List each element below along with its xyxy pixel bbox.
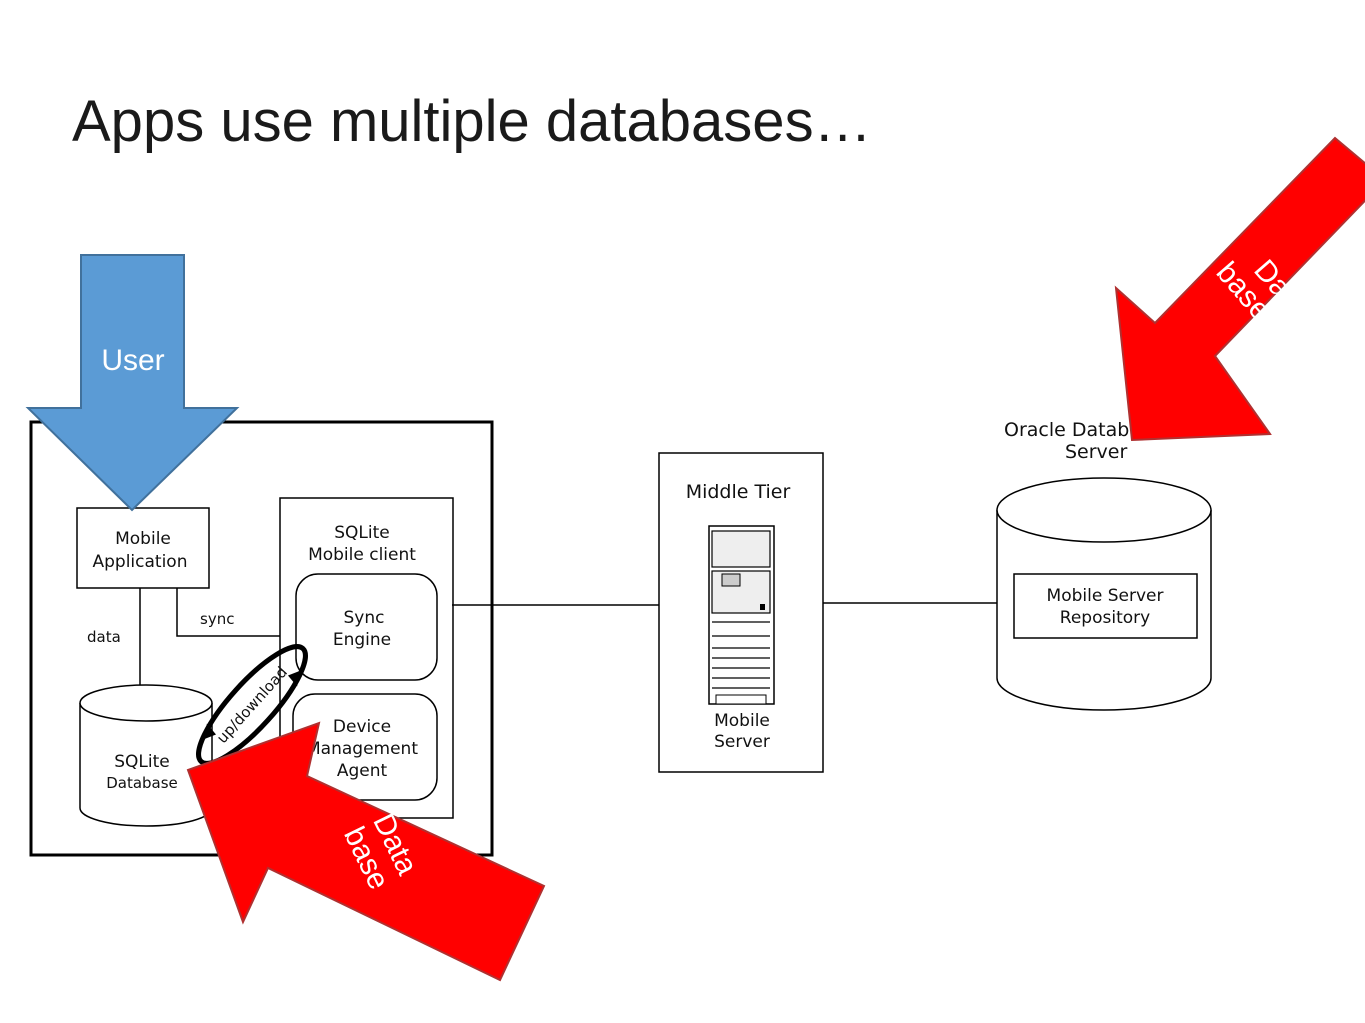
mobile-server-label-1: Mobile <box>714 711 770 731</box>
user-arrow <box>25 254 240 512</box>
sqlite-database-label-2: Database <box>106 774 178 792</box>
sync-label: sync <box>200 610 234 628</box>
sqlite-client-label-1: SQLite <box>334 523 390 543</box>
database-arrow-top <box>1114 136 1365 442</box>
mobile-application-label-1: Mobile <box>115 529 171 549</box>
sqlite-database-cylinder <box>79 684 213 827</box>
device-agent-label-1: Device <box>333 717 391 737</box>
data-label: data <box>87 628 121 646</box>
device-agent-label-3: Agent <box>337 761 388 781</box>
user-arrow-label: User <box>101 344 164 377</box>
sqlite-client-label-2: Mobile client <box>308 545 416 565</box>
mobile-server-label-2: Server <box>714 732 770 752</box>
sync-engine-label-1: Sync <box>344 608 385 628</box>
mobile-server-repository-box <box>1013 573 1198 639</box>
middle-tier-label: Middle Tier <box>686 481 791 503</box>
oracle-server-label-2: Server <box>1065 441 1127 463</box>
sync-engine-label-2: Engine <box>333 630 391 650</box>
repository-label-2: Repository <box>1060 608 1150 628</box>
sync-connector <box>176 588 296 637</box>
slide-title: Apps use multiple databases… <box>72 89 872 154</box>
server-tower-icon <box>708 525 775 705</box>
database-arrow-bottom <box>186 721 546 982</box>
mobile-application-label-2: Application <box>93 552 188 572</box>
database-arrow-bottom-label: Data base <box>337 809 424 895</box>
sync-engine-box <box>295 573 438 681</box>
sqlite-database-label-1: SQLite <box>114 752 170 772</box>
mobile-application-box <box>76 507 210 589</box>
device-agent-label-2: Management <box>306 739 418 759</box>
repository-label-1: Mobile Server <box>1047 586 1164 606</box>
oracle-server-label-1: Oracle Database <box>1004 419 1163 441</box>
